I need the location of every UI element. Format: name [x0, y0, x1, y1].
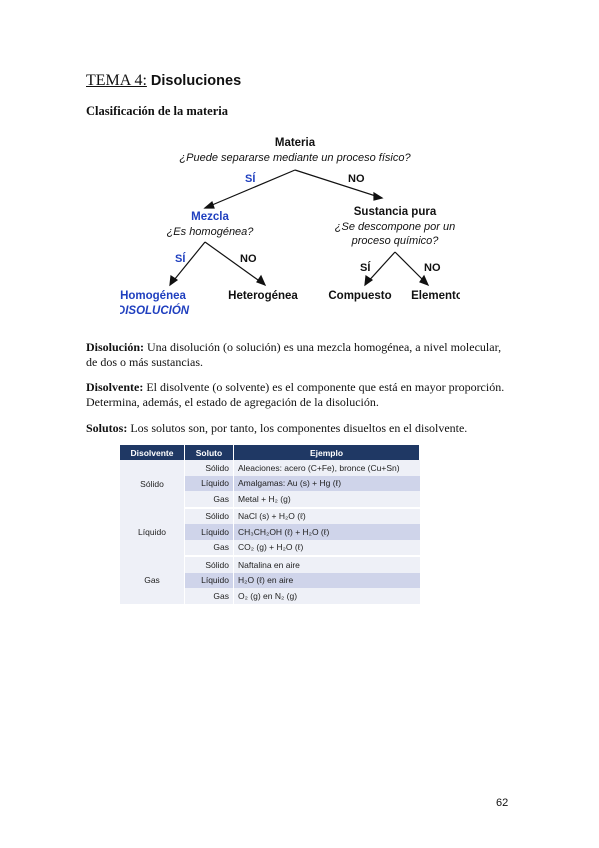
arrowhead-sustancia	[373, 191, 384, 201]
cell-ejemplo: H₂O (ℓ) en aire	[233, 572, 420, 588]
term-disolucion: Disolución:	[86, 340, 145, 354]
cell-soluto: Sólido	[184, 460, 234, 476]
title-tema: TEMA 4:	[86, 72, 147, 89]
table-row: Líquido CH₃CH₂OH (ℓ) + H₂O (ℓ)	[120, 524, 420, 540]
question-mezcla: ¿Es homogénea?	[167, 226, 255, 238]
text-solutos: Los solutos son, por tanto, los componen…	[127, 421, 468, 435]
arrowhead-mezcla	[203, 200, 215, 209]
cell-soluto: Líquido	[184, 475, 234, 491]
header-disolvente: Disolvente	[120, 445, 185, 460]
solutions-table: Disolvente Soluto Ejemplo Sólido Sólido …	[120, 445, 420, 604]
page-number: 62	[496, 797, 509, 809]
text-disolucion: Una disolución (o solución) es una mezcl…	[86, 340, 502, 369]
cell-ejemplo: O₂ (g) en N₂ (g)	[233, 588, 420, 604]
cell-soluto: Gas	[184, 491, 234, 509]
cell-disolvente-solido: Sólido	[120, 460, 185, 508]
node-materia: Materia	[275, 137, 316, 149]
label-no-3: NO	[424, 262, 441, 274]
node-homogenea: Homogénea	[120, 290, 186, 302]
definition-disolvente: Disolvente: El disolvente (o solvente) e…	[86, 380, 514, 409]
term-disolvente: Disolvente:	[86, 380, 144, 394]
header-ejemplo: Ejemplo	[233, 445, 420, 460]
question-sustancia-2: proceso químico?	[351, 235, 440, 247]
text-disolvente: El disolvente (o solvente) es el compone…	[86, 380, 505, 409]
cell-soluto: Gas	[184, 539, 234, 557]
table-row: Gas Sólido Naftalina en aire	[120, 556, 420, 604]
edge-materia-sustancia	[294, 169, 383, 199]
label-si-3: SÍ	[360, 261, 371, 274]
cell-soluto: Líquido	[184, 572, 234, 588]
node-heterogenea: Heterogénea	[228, 290, 298, 302]
edge-materia-mezcla	[204, 169, 296, 209]
label-no-2: NO	[240, 253, 257, 265]
cell-ejemplo: CO₂ (g) + H₂O (ℓ)	[233, 539, 420, 557]
label-si-1: SÍ	[245, 172, 256, 185]
term-solutos: Solutos:	[86, 421, 128, 435]
arrowhead-elemento	[419, 274, 430, 287]
table-row: Gas CO₂ (g) + H₂O (ℓ)	[120, 539, 420, 557]
node-disolucion: DISOLUCIÓN	[120, 304, 190, 317]
arrowhead-compuesto	[364, 274, 374, 287]
cell-disolvente-liquido: Líquido	[120, 507, 185, 556]
cell-ejemplo: Aleaciones: acero (C+Fe), bronce (Cu+Sn)	[233, 460, 420, 476]
edge-mezcla-heterogenea	[204, 241, 266, 286]
section-title: Clasificación de la materia	[86, 104, 228, 118]
cell-soluto: Sólido	[184, 556, 234, 573]
node-mezcla: Mezcla	[191, 211, 229, 223]
cell-soluto: Sólido	[184, 507, 234, 524]
label-no-1: NO	[348, 173, 365, 185]
cell-ejemplo: NaCl (s) + H₂O (ℓ)	[233, 507, 420, 524]
cell-ejemplo: Naftalina en aire	[233, 556, 420, 573]
definition-solutos: Solutos: Los solutos son, por tanto, los…	[86, 421, 514, 436]
classification-tree: Materia ¿Puede separarse mediante un pro…	[120, 137, 460, 317]
question-materia: ¿Puede separarse mediante un proceso fís…	[179, 152, 411, 164]
cell-ejemplo: Metal + H₂ (g)	[233, 491, 420, 509]
table-row: Líquido H₂O (ℓ) en aire	[120, 572, 420, 588]
node-elemento: Elemento	[411, 290, 460, 302]
question-sustancia-1: ¿Se descompone por un	[335, 221, 455, 233]
table-row: Gas Metal + H₂ (g)	[120, 491, 420, 509]
table-header-row: Disolvente Soluto Ejemplo	[120, 445, 420, 460]
table-row: Líquido Sólido NaCl (s) + H₂O (ℓ)	[120, 507, 420, 556]
cell-ejemplo: Amalgamas: Au (s) + Hg (ℓ)	[233, 475, 420, 491]
cell-disolvente-gas: Gas	[120, 556, 185, 604]
node-sustancia-pura: Sustancia pura	[354, 206, 437, 218]
cell-soluto: Líquido	[184, 524, 234, 540]
node-compuesto: Compuesto	[328, 290, 391, 302]
definition-disolucion: Disolución: Una disolución (o solución) …	[86, 340, 514, 369]
header-soluto: Soluto	[184, 445, 234, 460]
label-si-2: SÍ	[175, 252, 186, 265]
cell-ejemplo: CH₃CH₂OH (ℓ) + H₂O (ℓ)	[233, 524, 420, 540]
arrowhead-homogenea	[169, 274, 179, 287]
edge-mezcla-homogenea	[169, 241, 206, 286]
table-row: Sólido Sólido Aleaciones: acero (C+Fe), …	[120, 460, 420, 508]
title-topic: Disoluciones	[150, 73, 242, 89]
table-row: Gas O₂ (g) en N₂ (g)	[120, 588, 420, 604]
arrowhead-heterogenea	[256, 274, 267, 287]
table-row: Líquido Amalgamas: Au (s) + Hg (ℓ)	[120, 475, 420, 491]
cell-soluto: Gas	[184, 588, 234, 604]
page-title: TEMA 4: Disoluciones	[86, 72, 241, 90]
